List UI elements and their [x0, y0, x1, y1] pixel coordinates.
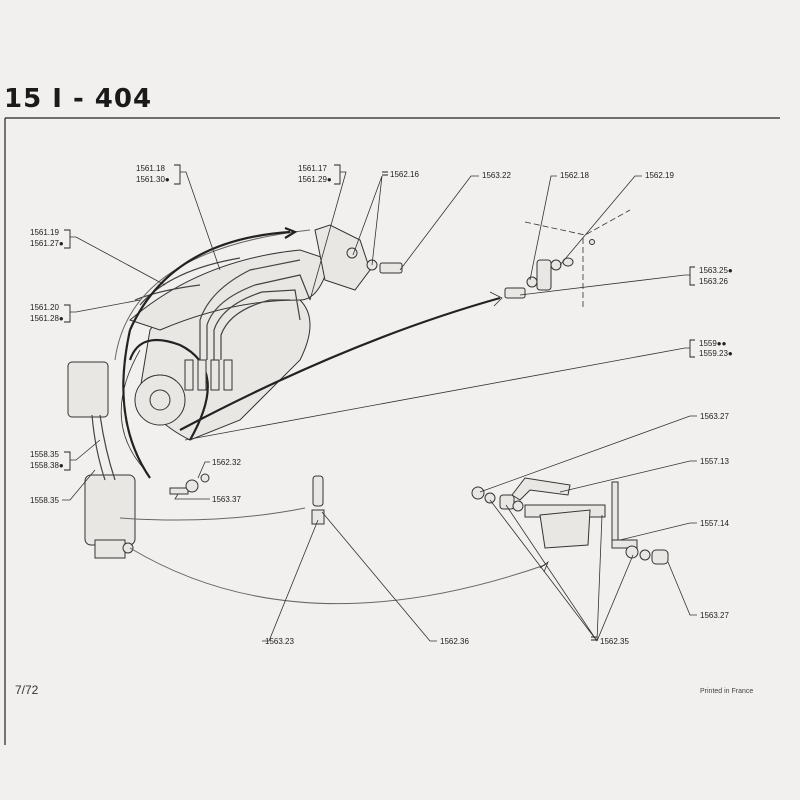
part-label: 1561.17 — [298, 164, 327, 173]
injector-pipes — [134, 257, 311, 360]
injection-pump-drawing — [120, 249, 331, 471]
part-label: 1561.18 — [136, 164, 165, 173]
bracket-drawing — [314, 224, 403, 291]
part-label: 1562.32 — [212, 458, 241, 467]
printed-note: Printed in France — [700, 688, 754, 695]
part-label: 1562.35 — [600, 637, 629, 646]
part-label: 1557.13 — [700, 457, 729, 466]
part-label: 1563.26 — [699, 277, 728, 286]
part-label: 1561.30● — [136, 175, 170, 184]
part-label: 1561.28● — [30, 314, 64, 323]
tap-assembly-drawing — [471, 477, 669, 565]
part-label: 1559●● — [699, 339, 727, 348]
arrow-head — [539, 560, 549, 573]
part-label: 1561.19 — [30, 228, 59, 237]
part-label: 1562.19 — [645, 171, 674, 180]
label-brackets — [64, 164, 695, 641]
page-title: 15 I - 404 — [4, 84, 153, 114]
part-label: 1561.27● — [30, 239, 64, 248]
flow-arrow — [119, 507, 306, 521]
part-label: 1563.27 — [700, 412, 729, 421]
part-label: 1557.14 — [700, 519, 729, 528]
fuel-tap-drawing — [504, 209, 631, 310]
part-label: 1563.27 — [700, 611, 729, 620]
part-label: 1562.36 — [440, 637, 469, 646]
banjo-bolt-drawing — [169, 473, 210, 495]
leader-lines — [62, 171, 697, 642]
part-label: 1563.23 — [265, 637, 294, 646]
part-label: 1561.29● — [298, 175, 332, 184]
flow-arrow — [129, 547, 546, 605]
flow-arrow — [128, 230, 291, 331]
part-label: 1558.38● — [30, 461, 64, 470]
flow-arrow — [122, 329, 151, 479]
part-label: 1559.23● — [699, 349, 733, 358]
part-label: 1561.20 — [30, 303, 59, 312]
flow-arrow — [179, 296, 501, 431]
part-label: 1562.16 — [390, 170, 419, 179]
part-label: 1558.35 — [30, 450, 59, 459]
fuel-filter-drawing — [67, 361, 136, 559]
arrow-head — [489, 291, 503, 307]
arrow-head — [284, 226, 298, 239]
union-fitting-drawing — [311, 475, 325, 525]
part-label: 1558.35 — [30, 496, 59, 505]
page-number: 7/72 — [15, 683, 39, 697]
part-label: 1562.18 — [560, 171, 589, 180]
part-label: 1563.25● — [699, 266, 733, 275]
part-label: 1563.37 — [212, 495, 241, 504]
part-label: 1563.22 — [482, 171, 511, 180]
